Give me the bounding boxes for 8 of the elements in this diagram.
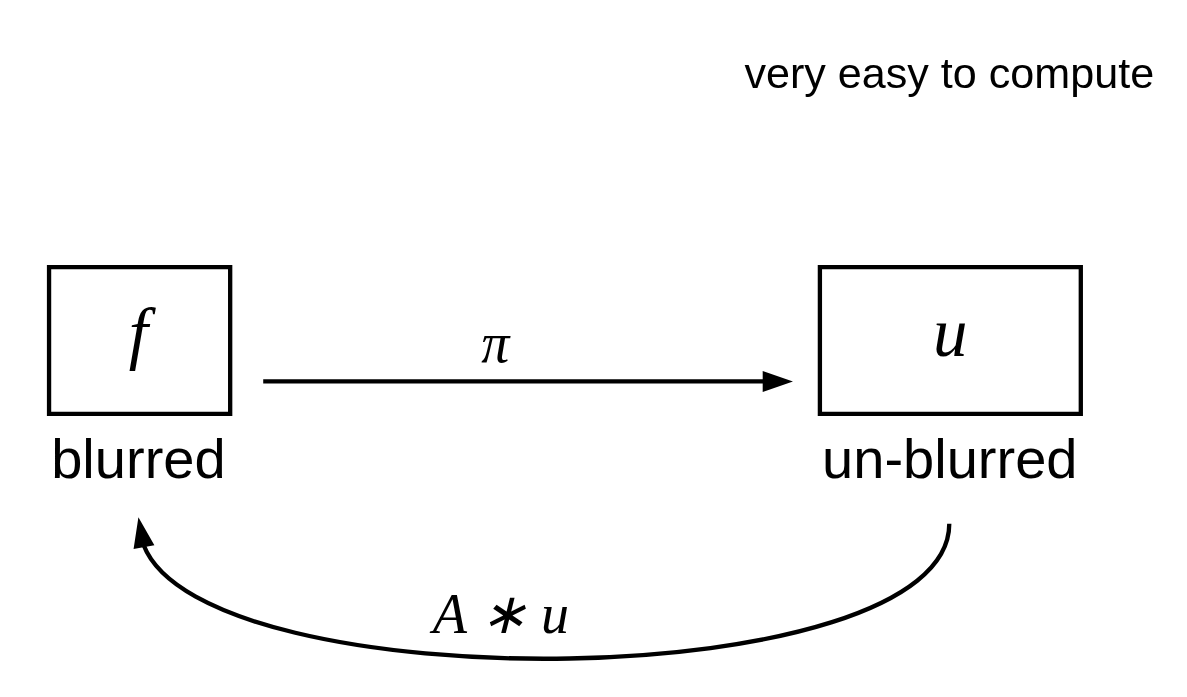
arrow [263, 370, 793, 392]
node-label: un-blurred [822, 426, 1078, 490]
node-box: f [46, 264, 233, 416]
node-label: blurred [51, 426, 226, 490]
label: very easy to compute [744, 48, 1155, 97]
node-box: u [817, 264, 1083, 416]
arrow [133, 516, 952, 661]
edge-label: π [481, 311, 510, 374]
